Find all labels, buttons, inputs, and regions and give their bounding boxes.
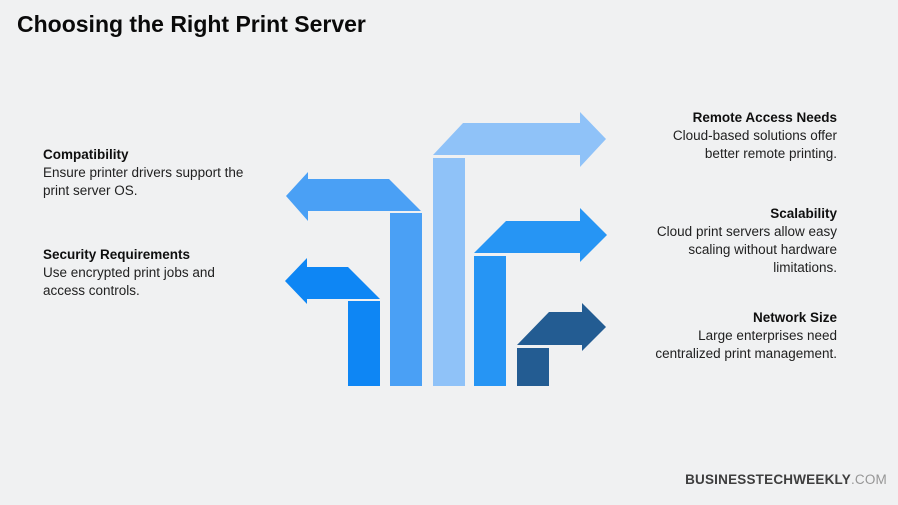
info-item-scalability: Scalability Cloud print servers allow ea… bbox=[607, 205, 837, 277]
info-title: Compatibility bbox=[43, 147, 129, 162]
info-body: Use encrypted print jobs and access cont… bbox=[43, 265, 215, 298]
info-item-compatibility: Compatibility Ensure printer drivers sup… bbox=[43, 146, 283, 200]
info-body: Large enterprises need centralized print… bbox=[655, 328, 837, 361]
footer-domain-suffix: .COM bbox=[850, 472, 887, 487]
arrow-remote-access bbox=[433, 112, 606, 167]
info-body: Cloud-based solutions offer better remot… bbox=[672, 128, 837, 161]
bar-security bbox=[348, 301, 380, 386]
bar-compatibility bbox=[390, 213, 422, 386]
info-body: Ensure printer drivers support the print… bbox=[43, 165, 244, 198]
info-title: Remote Access Needs bbox=[692, 110, 837, 125]
info-item-security-requirements: Security Requirements Use encrypted prin… bbox=[43, 246, 283, 300]
info-title: Network Size bbox=[752, 310, 837, 325]
arrow-security bbox=[285, 258, 380, 304]
bar-scalability bbox=[474, 256, 506, 386]
info-title: Scalability bbox=[770, 206, 837, 221]
info-title: Security Requirements bbox=[43, 247, 191, 262]
info-body: Cloud print servers allow easy scaling w… bbox=[656, 224, 837, 275]
info-item-remote-access-needs: Remote Access Needs Cloud-based solution… bbox=[607, 109, 837, 163]
bar-network-size bbox=[517, 348, 549, 386]
footer-watermark: BUSINESSTECHWEEKLY.COM bbox=[685, 472, 887, 487]
arrow-network-size bbox=[517, 303, 606, 351]
arrow-compatibility bbox=[286, 172, 421, 221]
page-title: Choosing the Right Print Server bbox=[17, 11, 366, 37]
footer-brand: BUSINESSTECHWEEKLY bbox=[685, 472, 851, 487]
arrow-scalability bbox=[474, 208, 607, 262]
bar-remote-access bbox=[433, 158, 465, 386]
info-item-network-size: Network Size Large enterprises need cent… bbox=[607, 309, 837, 363]
